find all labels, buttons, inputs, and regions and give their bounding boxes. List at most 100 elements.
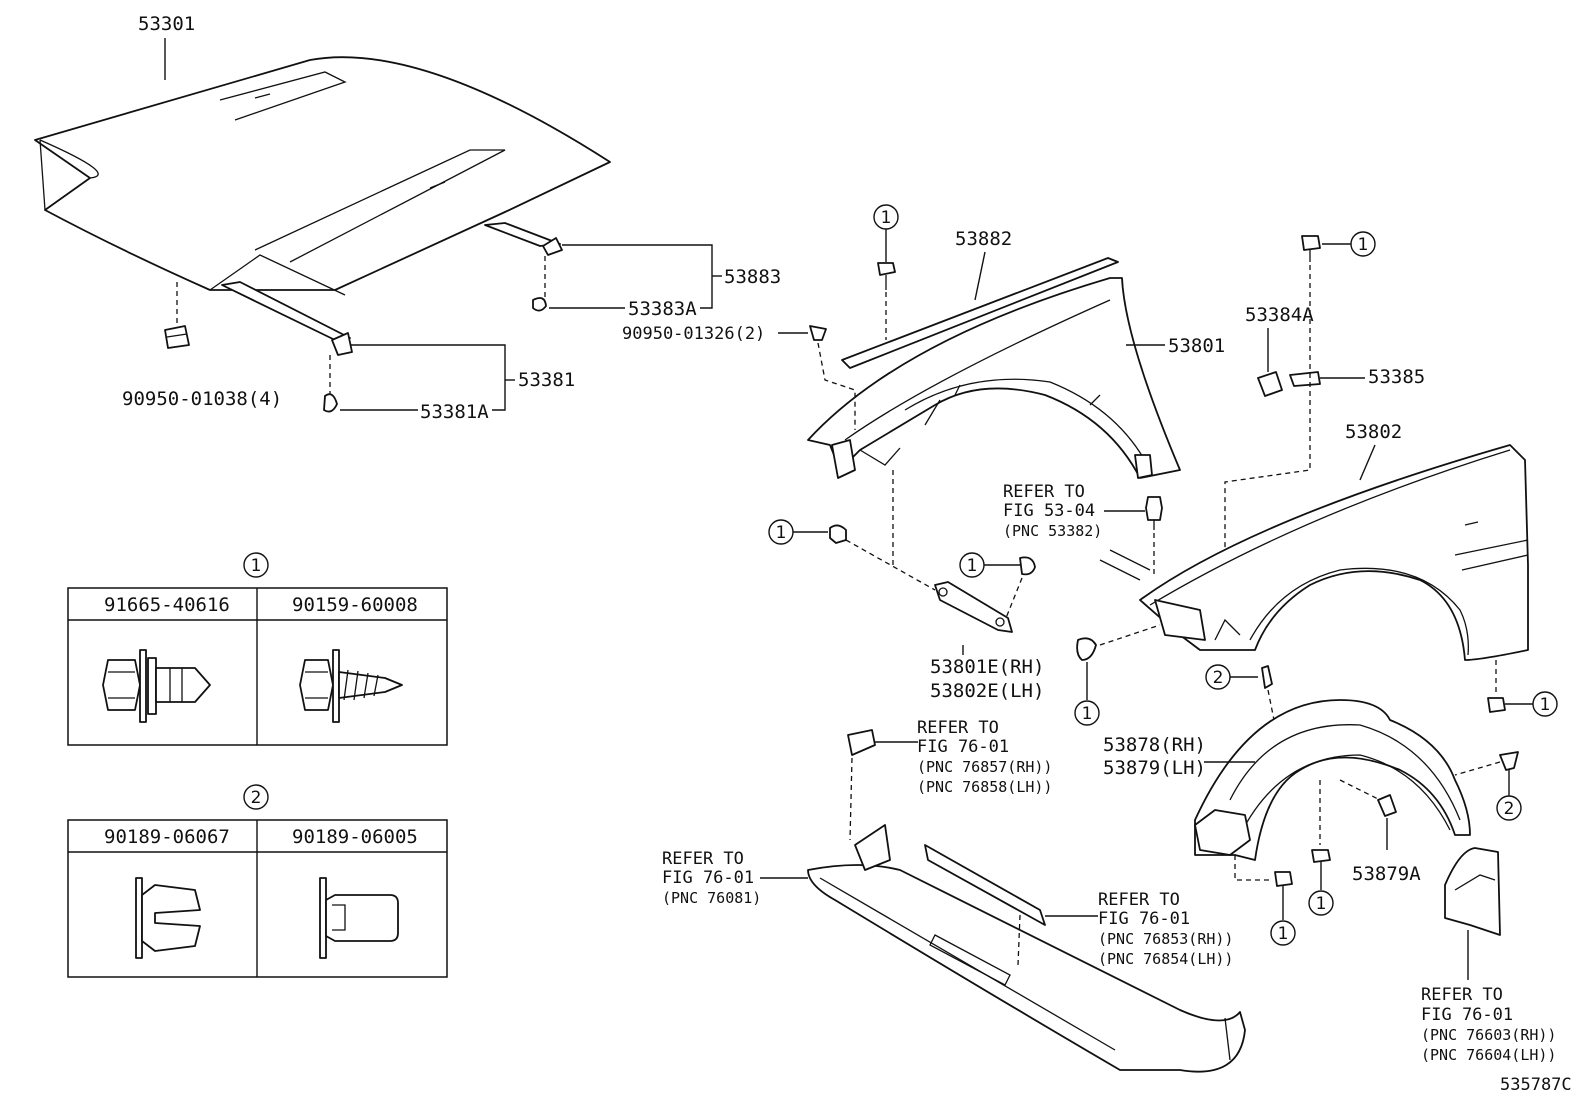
callout-one-d: 1 — [1350, 231, 1376, 257]
stay-bolt-icon — [829, 524, 847, 544]
front-seal-clip-label: 53381A — [420, 401, 489, 423]
ref1-fig: FIG 53-04 — [1003, 501, 1095, 521]
liner-clip-icon — [1499, 751, 1519, 771]
lower-bolt-icon — [1076, 637, 1097, 661]
front-seal-label: 53381 — [518, 369, 575, 391]
bracket-b-label: 53385 — [1368, 366, 1425, 388]
bumper-reinforcement — [924, 844, 1046, 926]
ref5-title: REFER TO — [1421, 985, 1503, 1005]
callout-one-g: 1 — [1308, 890, 1334, 916]
svg-text:1: 1 — [776, 523, 787, 543]
ref1-pnc: (PNC 53382) — [1003, 522, 1102, 540]
push-clip-icon — [135, 877, 201, 959]
ref3-pnc1: (PNC 76081) — [662, 889, 761, 907]
liner-bolt-icon — [1311, 849, 1331, 863]
svg-text:2: 2 — [1504, 799, 1515, 819]
seal-label: 53883 — [724, 266, 781, 288]
legend-two-marker: 2 — [251, 788, 262, 808]
callout-one-c: 1 — [959, 552, 985, 578]
bolt-icon — [877, 262, 896, 276]
callout-one-f: 1 — [1532, 691, 1558, 717]
ref2-title: REFER TO — [917, 718, 999, 738]
push-clip-small-icon — [1261, 665, 1273, 689]
ref2-fig: FIG 76-01 — [917, 737, 1009, 757]
legend-one: 1 91665-40616 90159-60008 — [67, 552, 448, 746]
legend-two-col1: 90189-06067 — [104, 826, 230, 848]
callout-one-e: 1 — [1074, 700, 1100, 726]
legend-two-col2: 90189-06005 — [292, 826, 418, 848]
stay-bolt-icon-2 — [1019, 556, 1036, 576]
ref4-pnc1: (PNC 76853(RH)) — [1098, 930, 1233, 948]
callout-two-b: 2 — [1496, 795, 1522, 821]
svg-text:1: 1 — [881, 208, 892, 228]
svg-text:1: 1 — [1358, 235, 1369, 255]
front-bumper — [807, 864, 1246, 1073]
ref4-pnc2: (PNC 76854(LH)) — [1098, 950, 1233, 968]
callout-one-b: 1 — [768, 519, 794, 545]
callout-one-h: 1 — [1270, 920, 1296, 946]
mud-guard — [1444, 847, 1501, 936]
bumper-mount — [854, 824, 891, 871]
seal-clip-53383a — [532, 297, 547, 312]
hood-panel — [34, 56, 611, 296]
ref4-fig: FIG 76-01 — [1098, 909, 1190, 929]
fender-stay — [934, 581, 1013, 633]
fender-flange-lines — [1099, 549, 1151, 581]
ref4-title: REFER TO — [1098, 890, 1180, 910]
fender-upper-bracket — [841, 257, 1119, 369]
ref2-pnc1: (PNC 76857(RH)) — [917, 758, 1052, 776]
legend-one-col2: 90159-60008 — [292, 594, 418, 616]
hood-clip-label: 90950-01326(2) — [622, 324, 765, 344]
svg-text:1: 1 — [1316, 894, 1327, 914]
bracket-a-icon — [1257, 371, 1283, 397]
bracket-b-icon — [1289, 371, 1321, 387]
grommet-nut-icon — [319, 877, 399, 959]
fender-lh — [1139, 444, 1529, 661]
ref2-pnc2: (PNC 76858(LH)) — [917, 778, 1052, 796]
svg-text:1: 1 — [967, 556, 978, 576]
ref5-fig: FIG 76-01 — [1421, 1005, 1513, 1025]
liner-bolt-icon-2 — [1274, 871, 1293, 887]
liner-clip-label: 53879A — [1352, 863, 1421, 885]
legend-one-col1: 91665-40616 — [104, 594, 230, 616]
legend-one-marker: 1 — [251, 556, 262, 576]
fender-lh-label: 53802 — [1345, 421, 1402, 443]
callout-two-a: 2 — [1205, 664, 1231, 690]
seal-clip-53381a — [323, 393, 338, 413]
clip-icon — [809, 325, 827, 341]
cushion-label: 90950-01038(4) — [122, 388, 282, 410]
svg-text:1: 1 — [1082, 704, 1093, 724]
fender-upper-label: 53882 — [955, 228, 1012, 250]
flange-bolt-icon — [102, 649, 211, 723]
ref5-pnc2: (PNC 76604(LH)) — [1421, 1046, 1556, 1064]
ref5-pnc1: (PNC 76603(RH)) — [1421, 1026, 1556, 1044]
liner-rh-label: 53878(RH) — [1103, 734, 1206, 756]
seal-clip-label: 53383A — [628, 298, 697, 320]
ref3-fig: FIG 76-01 — [662, 868, 754, 888]
svg-text:1: 1 — [1540, 695, 1551, 715]
hood-seal-front — [221, 281, 353, 356]
tapping-screw-icon — [299, 649, 403, 723]
hood-lock-cushion — [1145, 496, 1163, 521]
bracket-a-label: 53384A — [1245, 304, 1314, 326]
fender-rh — [807, 277, 1181, 479]
fender-liner — [1194, 699, 1471, 861]
fender-rh-label: 53801 — [1168, 335, 1225, 357]
svg-text:1: 1 — [1278, 924, 1289, 944]
stay-lh-label: 53802E(LH) — [930, 680, 1044, 702]
liner-clip-53879a — [1377, 794, 1397, 817]
legend-two: 2 90189-06067 90189-06005 — [67, 784, 448, 978]
svg-text:2: 2 — [1213, 668, 1224, 688]
hood-label: 53301 — [138, 13, 195, 35]
hood-seal-rear — [484, 222, 563, 256]
fender-rear-bolt-icon — [1487, 697, 1506, 713]
ref3-title: REFER TO — [662, 849, 744, 869]
ref1-title: REFER TO — [1003, 482, 1085, 502]
bumper-bracket-left — [847, 729, 876, 756]
document-id: 535787C — [1500, 1075, 1572, 1095]
liner-lh-label: 53879(LH) — [1103, 757, 1206, 779]
fender-bolt-icon — [1301, 235, 1321, 251]
stay-rh-label: 53801E(RH) — [930, 656, 1044, 678]
hood-cushion — [164, 325, 190, 349]
